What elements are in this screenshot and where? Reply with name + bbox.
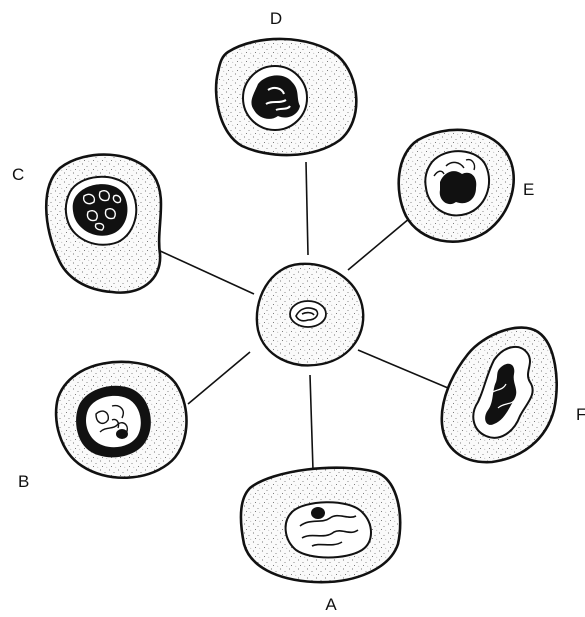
label-f: F (576, 405, 585, 424)
label-b: B (18, 472, 29, 491)
cell-f (442, 328, 557, 463)
line-to-d (306, 162, 308, 255)
line-to-c (158, 250, 254, 294)
label-a: A (325, 595, 337, 614)
cell-b (56, 362, 186, 478)
cell-a (241, 468, 400, 583)
cell-e (399, 130, 514, 242)
cell-c (46, 155, 161, 293)
cell-a-nucleus (286, 502, 371, 557)
cell-d (216, 39, 356, 155)
line-to-b (188, 352, 250, 404)
line-to-a (310, 375, 313, 470)
cell-e-chromatin (440, 171, 477, 204)
label-c: C (12, 165, 24, 184)
line-to-f (358, 350, 448, 388)
label-e: E (523, 180, 534, 199)
line-to-e (348, 218, 410, 270)
cell-center (257, 264, 363, 366)
cell-b-nucleus (86, 396, 141, 447)
cell-b-nucleolus (116, 429, 128, 439)
cell-a-nucleolus (311, 507, 325, 519)
cell-center-nucleus (290, 301, 326, 327)
label-d: D (270, 9, 282, 28)
